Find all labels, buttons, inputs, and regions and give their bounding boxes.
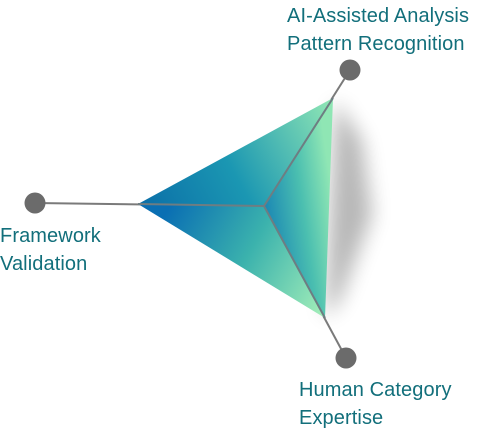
label-bottom-line-1: Human Category	[299, 379, 452, 401]
label-human-category-expertise: Human Category Expertise	[299, 376, 452, 432]
node-dot-top	[339, 59, 361, 81]
pyramid-face-right	[264, 98, 333, 318]
pyramid-edge-left	[137, 203, 265, 207]
pyramid-shadow	[325, 100, 372, 318]
label-bottom-line-2: Expertise	[299, 407, 384, 429]
node-dot-bottom	[335, 347, 357, 369]
label-left-line-2: Validation	[0, 253, 88, 275]
label-top-line-1: AI-Assisted Analysis	[287, 5, 470, 27]
label-ai-assisted-analysis: AI-Assisted Analysis Pattern Recognition	[287, 2, 469, 58]
label-framework-validation: Framework Validation	[0, 222, 101, 278]
label-left-line-1: Framework	[0, 225, 101, 247]
pyramid-edge-top	[263, 97, 334, 207]
pyramid-edge-bottom	[263, 205, 326, 319]
label-top-line-2: Pattern Recognition	[287, 33, 465, 55]
pyramid-face-upper	[138, 98, 333, 206]
node-dot-left	[24, 192, 46, 214]
